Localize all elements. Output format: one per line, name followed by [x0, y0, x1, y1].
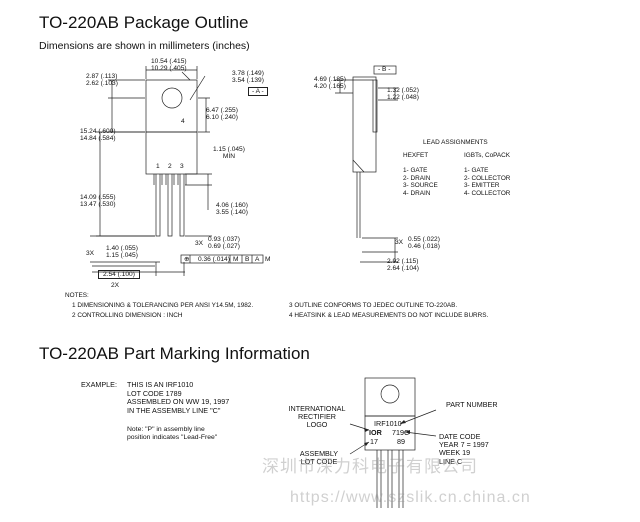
tolerance-a: A — [255, 256, 260, 263]
outline-subtitle: Dimensions are shown in millimeters (inc… — [39, 40, 250, 52]
pin-number-3: 3 — [180, 163, 184, 170]
mounting-hole — [161, 87, 183, 109]
tolerance-b: B — [245, 256, 250, 263]
dim-hole-pos: 6.47 (.255)6.10 (.240) — [206, 107, 238, 122]
lead-2 — [167, 174, 173, 237]
datum-b: - B - — [378, 66, 391, 73]
tolerance-m: M — [233, 256, 239, 263]
chip-date-code: 719C — [392, 428, 410, 437]
dim-side-lead: 0.55 (.022)0.46 (.018) — [408, 236, 440, 251]
dim-pitch-2x: 2X — [111, 282, 120, 289]
dim-lead-3x: 3X — [195, 240, 204, 247]
tolerance-symbol: ⊕ — [184, 255, 190, 263]
watermark-company: 深圳市深力科电子有限公司 — [262, 457, 478, 476]
label-part-number: PART NUMBER — [446, 400, 498, 409]
dim-pitch: 2.54 (.100) — [98, 270, 140, 280]
tab-number: 4 — [181, 118, 185, 125]
tolerance-value: 0.36 (.014) — [198, 256, 230, 263]
note-1: 1 DIMENSIONING & TOLERANCING PER ANSI Y1… — [72, 302, 254, 309]
body-outline — [145, 131, 198, 175]
notes-title: NOTES: — [65, 292, 89, 299]
lead-col2-head: IGBTs, CoPACK — [464, 152, 511, 159]
note-4: 4 HEATSINK & LEAD MEASUREMENTS DO NOT IN… — [289, 312, 489, 319]
lead-1 — [155, 174, 161, 237]
example-label: EXAMPLE: — [81, 380, 117, 389]
dim-pin-3x: 3X — [86, 250, 95, 257]
dim-tab-left: 2.87 (.113)2.62 (.103) — [86, 73, 118, 88]
watermark-url: https://www.szslik.cn.china.cn — [290, 489, 531, 506]
pin-number-1: 1 — [156, 163, 160, 170]
dim-pin-width: 1.40 (.055)1.15 (.045) — [106, 245, 138, 260]
side-lead — [352, 159, 365, 238]
dim-body-height: 15.24 (.600)14.84 (.584) — [80, 128, 116, 143]
chip-lot-a: 17 — [370, 437, 378, 446]
datum-a: - A - — [248, 87, 268, 97]
lead-assignments-title: LEAD ASSIGNMENTS — [423, 139, 488, 146]
dim-min: 1.15 (.045)MIN — [213, 146, 245, 161]
dim-hole-dia: 3.78 (.149)3.54 (.139) — [232, 70, 264, 85]
dim-lead-length: 14.09 (.555)13.47 (.530) — [80, 194, 116, 209]
chip-part-number: IRF1010 — [374, 419, 402, 428]
side-body — [352, 76, 377, 173]
lead-3 — [179, 174, 185, 237]
note-3: 3 OUTLINE CONFORMS TO JEDEC OUTLINE TO-2… — [289, 302, 458, 309]
note-2: 2 CONTROLLING DIMENSION : INCH — [72, 312, 183, 319]
dim-side-top: 4.69 (.185)4.20 (.165) — [314, 76, 346, 91]
dim-lead-width: 0.93 (.037)0.69 (.027) — [208, 236, 240, 251]
marking-title: TO-220AB Part Marking Information — [39, 344, 310, 363]
dim-top-width: 10.54 (.415)10.29 (.405) — [151, 58, 187, 73]
chip-lot-b: 89 — [397, 437, 405, 446]
dim-side-tab: 1.32 (.052)1.22 (.048) — [387, 87, 419, 102]
tolerance-m2: M — [265, 256, 271, 263]
lead-col1-head: HEXFET — [403, 152, 429, 159]
dim-lead-bend: 4.06 (.160)3.55 (.140) — [216, 202, 248, 217]
marking-tab — [364, 377, 416, 417]
pin-number-2: 2 — [168, 163, 172, 170]
dim-side-lead-3x: 3X — [395, 239, 404, 246]
chip-logo: IOR — [369, 428, 382, 437]
dim-side-bottom: 2.92 (.115)2.64 (.104) — [387, 258, 419, 273]
outline-title: TO-220AB Package Outline — [39, 13, 249, 32]
